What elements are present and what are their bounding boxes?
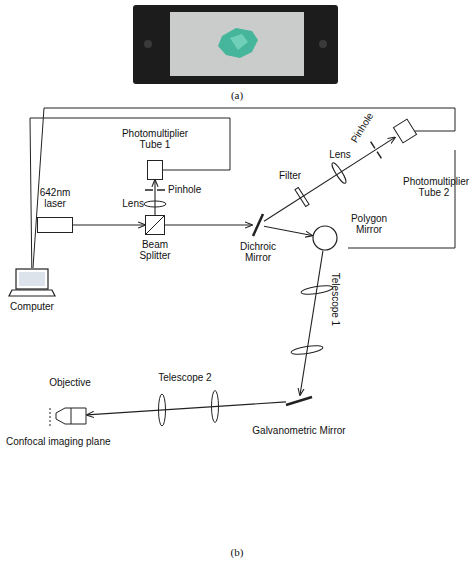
sample-holder xyxy=(133,5,338,84)
polygon-mirror: Polygon Mirror xyxy=(312,225,338,251)
laptop-base xyxy=(9,290,55,296)
shape-outline xyxy=(286,395,312,407)
component-outline xyxy=(38,218,73,233)
frame-line xyxy=(455,150,456,248)
filter-symbol xyxy=(295,187,309,206)
shape-outline xyxy=(55,407,87,425)
glass-slide xyxy=(170,12,304,76)
component-label: Polygon Mirror xyxy=(344,213,394,235)
component-label: Photomultiplier Tube 2 xyxy=(403,176,465,198)
component-label: Computer xyxy=(2,301,62,312)
laser-box: 642nm laser xyxy=(37,217,73,233)
part-label: Telescope 1 xyxy=(330,265,341,335)
signal-wire xyxy=(30,118,230,268)
part-label: Filter xyxy=(270,170,310,181)
part-label: Telescope 2 xyxy=(150,372,220,383)
component-label: Dichroic Mirror xyxy=(232,241,284,263)
lens-symbol xyxy=(144,201,166,207)
mirror-plate xyxy=(286,397,312,405)
beam-path xyxy=(154,180,155,215)
laptop-display xyxy=(19,272,45,286)
beam-splitter: Beam Splitter xyxy=(145,215,165,235)
part-label: Confocal imaging plane xyxy=(6,436,136,447)
shape-outline xyxy=(252,213,264,237)
part-label: Lens xyxy=(108,198,144,209)
shape-outline xyxy=(37,217,73,233)
computer-icon: Computer xyxy=(8,268,56,298)
filter-plate xyxy=(295,187,309,206)
telescope-lens xyxy=(159,394,166,426)
part-label: Pinhole xyxy=(168,184,218,195)
dichroic-mirror: Dichroic Mirror xyxy=(252,213,264,237)
telescope-lens xyxy=(291,344,324,356)
lens-symbol xyxy=(330,161,348,184)
pinhole-blade xyxy=(371,142,375,149)
shape-outline xyxy=(312,225,338,251)
beam-path xyxy=(264,226,312,235)
cube-outline xyxy=(146,216,165,235)
telescope-lens xyxy=(212,391,219,423)
component-outline xyxy=(393,119,416,143)
lens-outline xyxy=(330,161,348,184)
laptop-screen xyxy=(16,269,48,289)
pinhole-blade xyxy=(377,152,381,159)
polygon-outline xyxy=(313,226,337,250)
tissue-highlight xyxy=(230,34,248,50)
component-label: 642nm laser xyxy=(33,187,77,209)
component-label: Objective xyxy=(40,377,100,388)
shape-outline xyxy=(8,268,56,298)
panel-label: (b) xyxy=(222,547,252,558)
pinhole-symbol xyxy=(371,142,382,159)
screw xyxy=(319,40,327,48)
component-label: Photomultiplier Tube 1 xyxy=(110,128,200,150)
component-outline xyxy=(148,161,163,180)
screw xyxy=(144,40,152,48)
signal-wire xyxy=(33,108,455,268)
pinhole-symbol xyxy=(145,189,153,191)
beam-path xyxy=(264,137,395,221)
lens-outline xyxy=(291,344,324,356)
shape-outline xyxy=(145,215,165,235)
part-label: Lens xyxy=(320,149,360,160)
beam-path xyxy=(87,402,286,415)
photomultiplier-tube: Photomultiplier Tube 2 xyxy=(395,120,415,142)
beam-path xyxy=(165,224,252,225)
splitter-diagonal xyxy=(146,216,165,235)
shape-outline xyxy=(395,120,415,142)
telescope-lens xyxy=(301,284,334,296)
objective-ring xyxy=(71,408,72,424)
objective-outline xyxy=(56,408,86,424)
panel-label: (a) xyxy=(222,90,252,101)
shape-outline xyxy=(147,160,163,180)
galvanometric-mirror: Galvanometric Mirror xyxy=(286,395,312,407)
component-label: Beam Splitter xyxy=(131,239,179,261)
mirror-plate xyxy=(253,214,263,236)
beam-path xyxy=(300,251,323,395)
part-label: Pinhole xyxy=(346,106,379,149)
beam-path xyxy=(73,224,145,225)
pinhole-symbol xyxy=(157,189,165,191)
imaging-plane-mark xyxy=(50,408,51,426)
photomultiplier-tube: Photomultiplier Tube 1 xyxy=(147,160,163,180)
component-label: Galvanometric Mirror xyxy=(244,425,354,436)
objective-lens: Objective xyxy=(55,407,87,425)
frame-line xyxy=(348,248,455,249)
tissue-sample xyxy=(218,28,258,58)
lens-outline xyxy=(301,284,334,296)
